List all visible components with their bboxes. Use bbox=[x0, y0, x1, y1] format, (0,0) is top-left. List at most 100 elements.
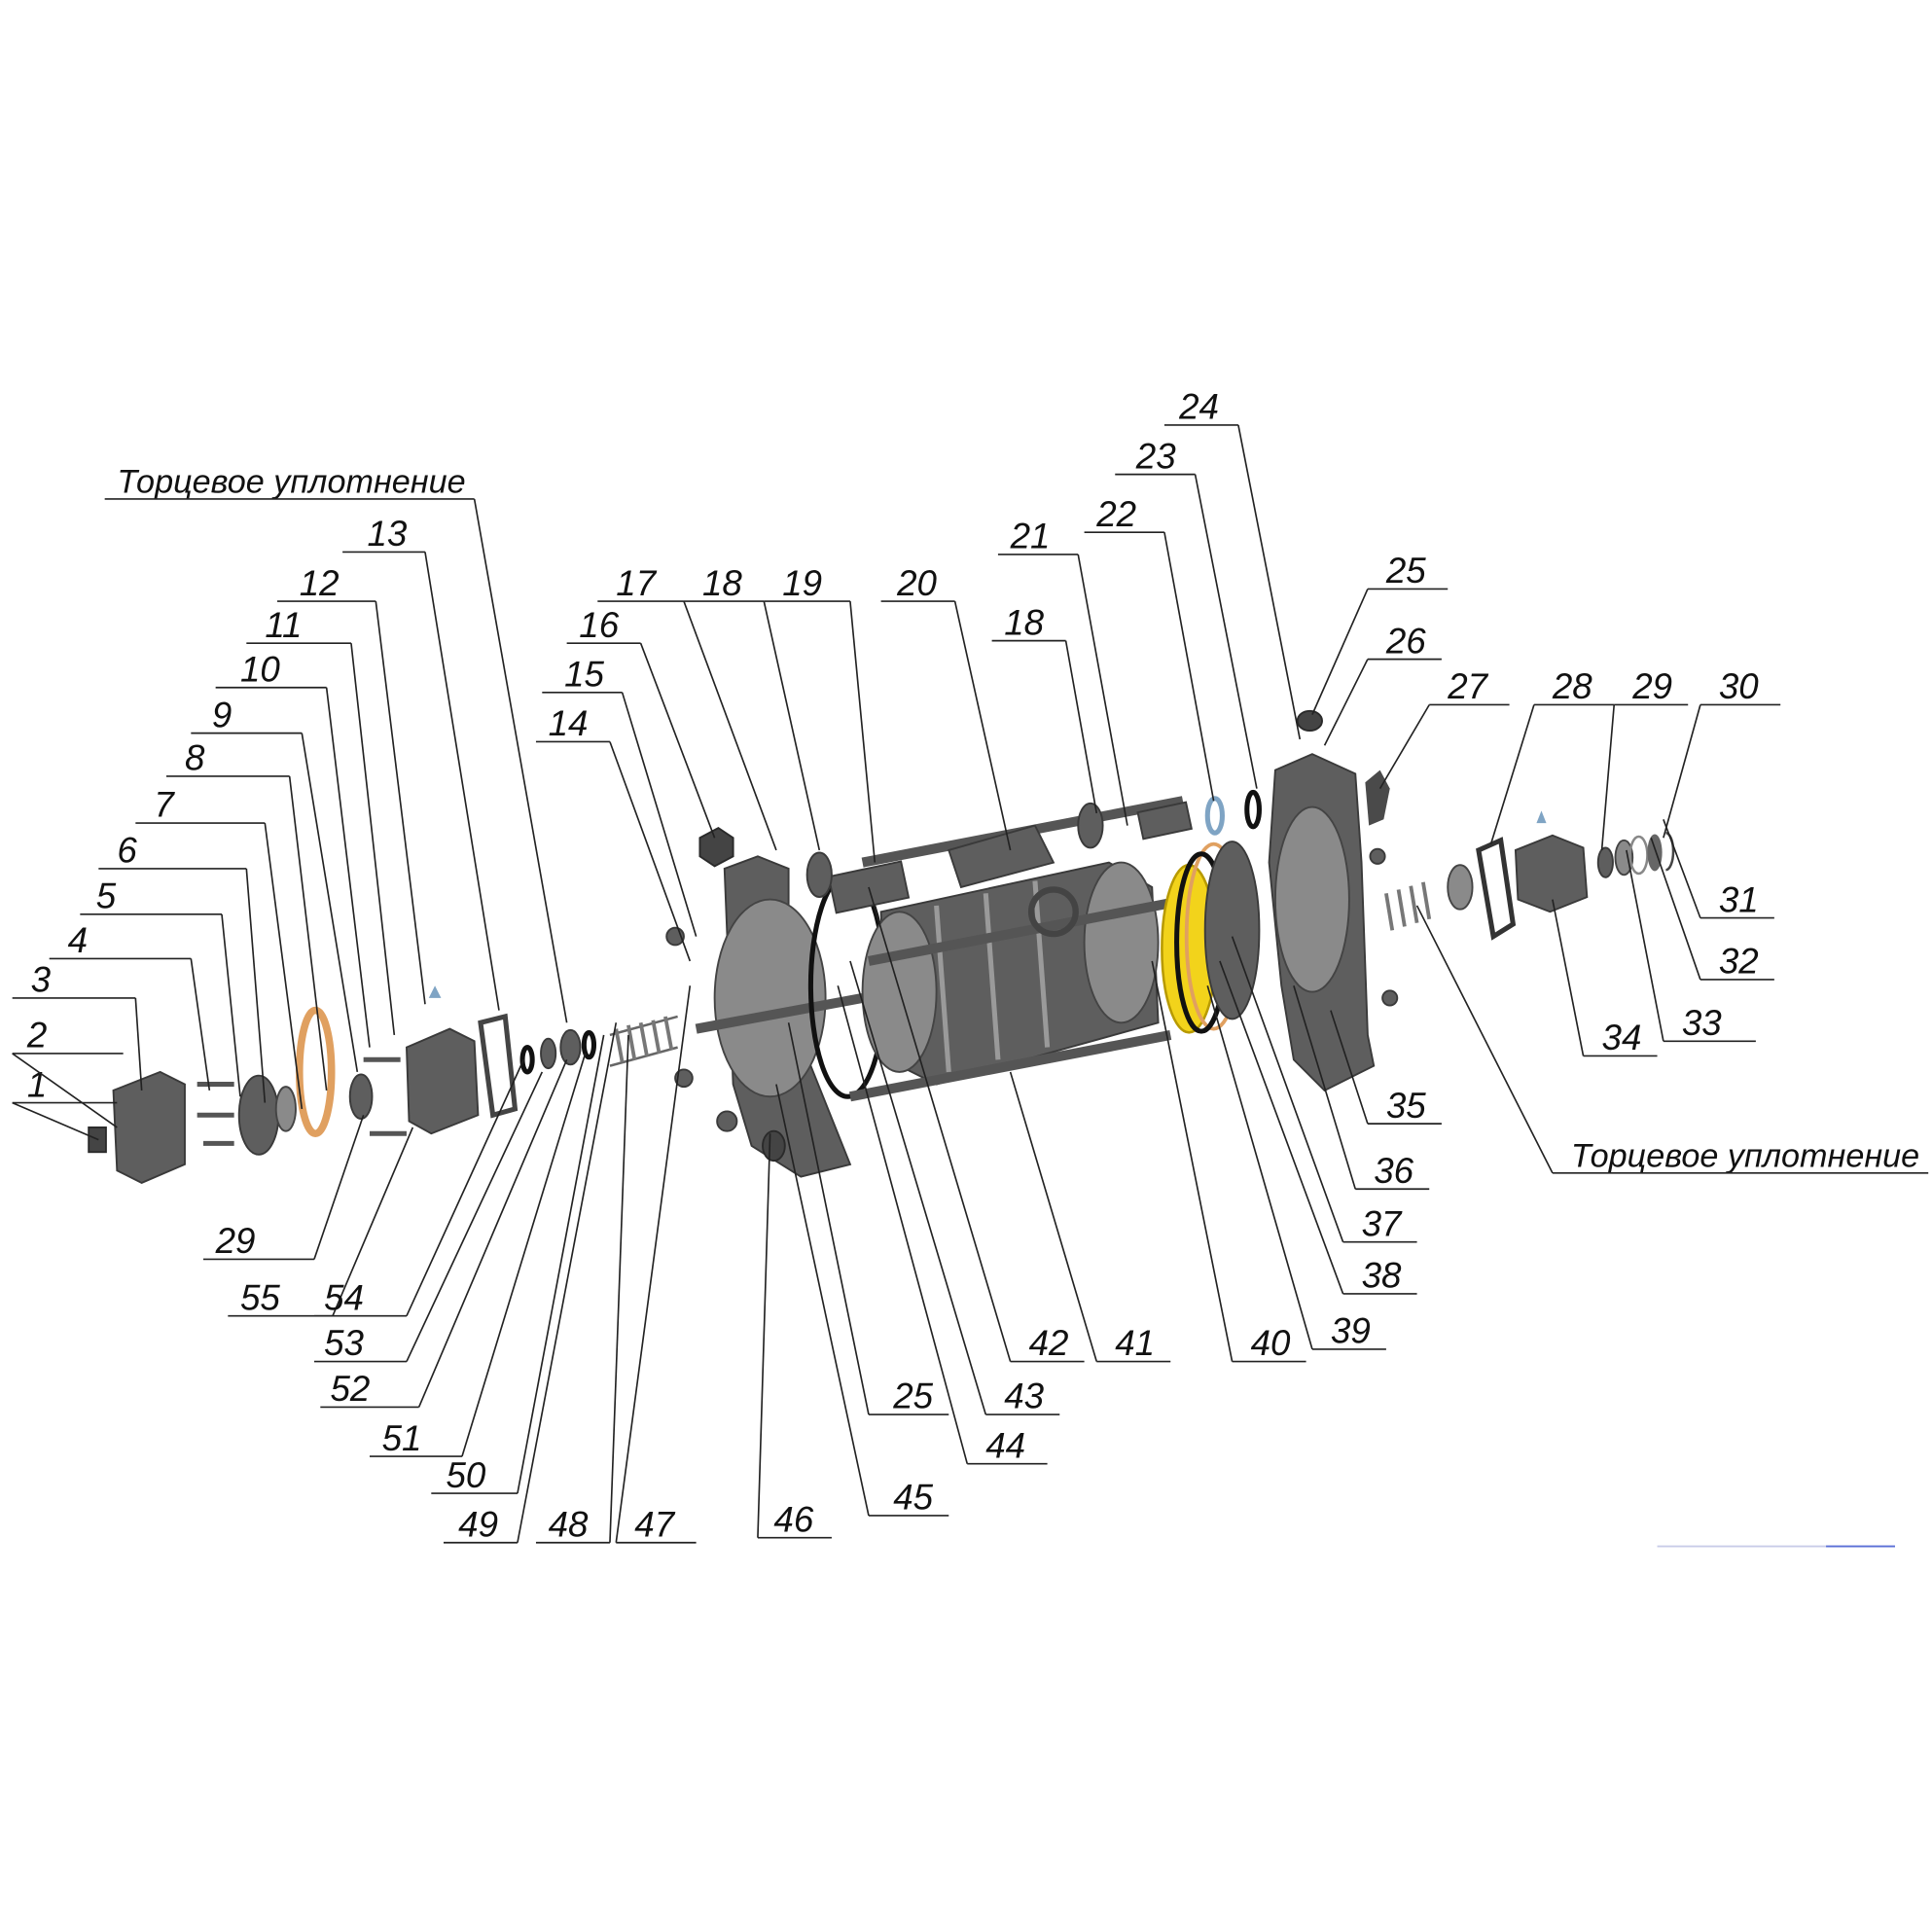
callout-number: 41 bbox=[1115, 1323, 1155, 1363]
callout: 20 bbox=[880, 563, 1012, 851]
leader-line bbox=[953, 600, 1012, 851]
callout-number: 8 bbox=[185, 738, 205, 778]
leader-line bbox=[1626, 849, 1664, 1042]
callout-number: 27 bbox=[1447, 666, 1488, 706]
pump-housing-right bbox=[1268, 709, 1399, 1092]
callout: 29 bbox=[202, 1114, 365, 1261]
callout-number: 4 bbox=[68, 920, 88, 960]
callout: 38 bbox=[1219, 960, 1417, 1296]
leader-line bbox=[1219, 960, 1344, 1295]
leader-line bbox=[837, 985, 969, 1464]
callout-number: 18 bbox=[702, 563, 742, 603]
leader-line bbox=[1415, 905, 1554, 1174]
callout: 13 bbox=[342, 514, 500, 1011]
callout-number: 20 bbox=[896, 563, 937, 603]
callout: 7 bbox=[135, 785, 304, 1110]
leader-line bbox=[1163, 532, 1215, 802]
callout: 33 bbox=[1626, 849, 1756, 1043]
leader-line bbox=[134, 997, 143, 1091]
leader-line bbox=[1293, 985, 1357, 1190]
callout: 30 bbox=[1663, 666, 1781, 839]
leader-line bbox=[1311, 589, 1369, 715]
callout-number: 7 bbox=[154, 785, 175, 825]
callout: 21 bbox=[997, 517, 1128, 826]
callout: 42 bbox=[868, 886, 1085, 1363]
callout-number: 40 bbox=[1251, 1323, 1291, 1363]
callout-number: 43 bbox=[1004, 1377, 1044, 1416]
leader-line bbox=[639, 642, 716, 839]
callout-number: 32 bbox=[1719, 942, 1759, 982]
leader-line bbox=[763, 600, 821, 851]
callout-number: 17 bbox=[616, 563, 657, 603]
leader-line bbox=[615, 985, 692, 1543]
callout: 25 bbox=[1311, 551, 1449, 715]
leader-line bbox=[417, 1058, 568, 1408]
leader-line bbox=[301, 733, 359, 1073]
callout-number: 42 bbox=[1029, 1323, 1069, 1363]
leader-line bbox=[406, 1058, 525, 1317]
callout: 25 bbox=[787, 1022, 949, 1416]
callout-number: 10 bbox=[240, 649, 280, 689]
callout-title: Торцевое уплотнение bbox=[1571, 1137, 1919, 1174]
callout-title: Торцевое уплотнение bbox=[117, 464, 465, 501]
callout: 18 bbox=[683, 563, 821, 851]
callout-number: 12 bbox=[300, 563, 340, 603]
callout: 9 bbox=[191, 695, 359, 1073]
callout-number: 6 bbox=[117, 831, 137, 871]
leader-line bbox=[406, 1071, 544, 1362]
leader-line bbox=[1194, 474, 1258, 789]
callout: Торцевое уплотнение bbox=[104, 464, 568, 1023]
leader-line bbox=[264, 822, 304, 1110]
callout: 15 bbox=[542, 654, 698, 937]
leader-line bbox=[1237, 424, 1302, 740]
callout-number: 30 bbox=[1719, 666, 1759, 706]
leader-line bbox=[1009, 1071, 1098, 1362]
callout: 43 bbox=[849, 960, 1060, 1416]
callout: 47 bbox=[615, 985, 697, 1544]
pump-parts bbox=[88, 709, 1896, 1548]
callout-number: 54 bbox=[324, 1277, 364, 1317]
callout: 53 bbox=[313, 1071, 544, 1363]
callout-number: 36 bbox=[1374, 1151, 1413, 1191]
leader-line bbox=[350, 643, 396, 1036]
callout: 40 bbox=[1151, 960, 1306, 1363]
leader-line bbox=[1489, 704, 1535, 844]
stage-stack bbox=[805, 796, 1193, 1102]
callout: 16 bbox=[566, 605, 716, 839]
callout-number: 37 bbox=[1362, 1203, 1403, 1243]
callout: 19 bbox=[764, 563, 877, 863]
callout: 52 bbox=[320, 1058, 568, 1409]
callout-number: 16 bbox=[579, 605, 619, 645]
callout-number: 22 bbox=[1095, 494, 1136, 534]
leader-line bbox=[313, 1114, 365, 1260]
callout: 10 bbox=[215, 649, 371, 1048]
leader-line bbox=[325, 687, 371, 1048]
mechanical-seal-left bbox=[519, 1015, 678, 1075]
leader-line bbox=[1650, 838, 1701, 981]
callout: 14 bbox=[535, 703, 692, 962]
callout-number: 35 bbox=[1386, 1086, 1426, 1126]
callout: 18 bbox=[991, 602, 1098, 814]
pump-housing-left bbox=[665, 827, 864, 1178]
leader-line bbox=[221, 913, 241, 1097]
callout: 3 bbox=[12, 960, 143, 1091]
callout-number: 23 bbox=[1135, 436, 1176, 476]
leader-line bbox=[621, 692, 698, 937]
callout: 48 bbox=[535, 1034, 629, 1544]
leader-line bbox=[12, 1101, 99, 1141]
callout-number: 46 bbox=[773, 1499, 813, 1539]
callout-number: 5 bbox=[96, 876, 117, 915]
leader-line bbox=[1206, 985, 1313, 1350]
leader-line bbox=[1600, 704, 1616, 851]
leader-line bbox=[849, 601, 877, 863]
callout-number: 53 bbox=[324, 1323, 364, 1363]
callout: 31 bbox=[1663, 818, 1774, 919]
leader-line bbox=[190, 958, 211, 1091]
callout: 41 bbox=[1009, 1071, 1171, 1363]
callout-number: 11 bbox=[265, 605, 302, 645]
callout-number: 51 bbox=[382, 1418, 422, 1458]
leader-line bbox=[683, 600, 777, 851]
callout: 54 bbox=[313, 1058, 525, 1317]
